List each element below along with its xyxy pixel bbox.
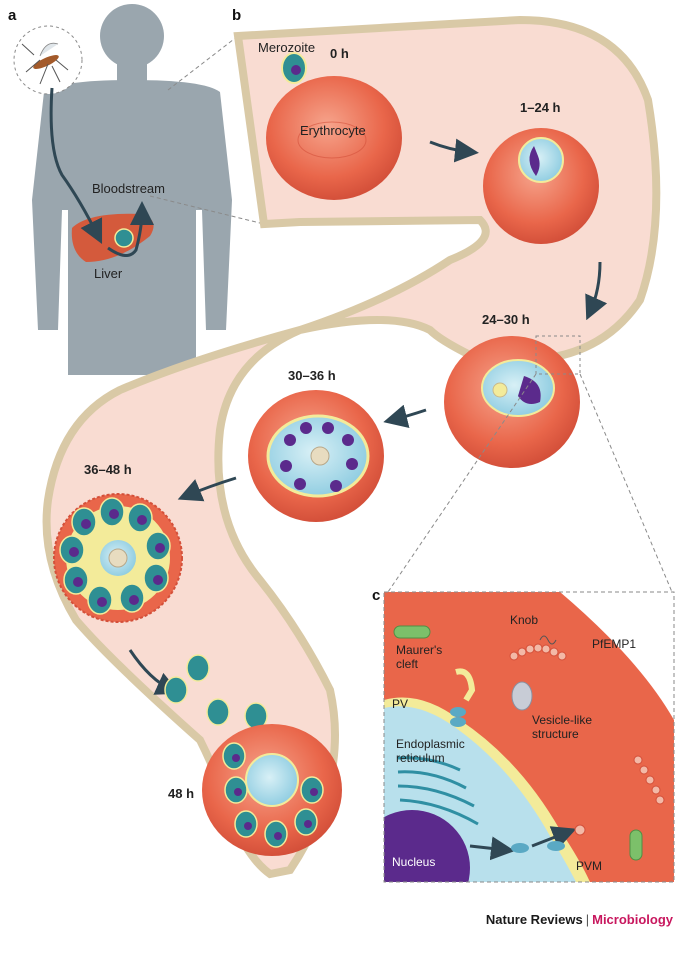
maurers-cleft-label-2: cleft	[396, 657, 419, 671]
pfemp1-label: PfEMP1	[592, 637, 636, 651]
nucleus-label: Nucleus	[392, 855, 435, 869]
stage-48h-label: 48 h	[168, 786, 194, 801]
credit-separator: |	[583, 912, 592, 927]
credit-line: Nature Reviews|Microbiology	[486, 912, 673, 927]
journal-name: Microbiology	[592, 912, 673, 927]
stage-0h-label: 0 h	[330, 46, 349, 61]
maurers-cleft-label: Maurer's	[396, 643, 442, 657]
erythrocyte-0h	[266, 76, 402, 200]
arrow-24h-to-30h	[392, 410, 426, 420]
merozoite-label: Merozoite	[258, 40, 315, 55]
bloodstream-label: Bloodstream	[92, 181, 165, 196]
pvm-label: PVM	[576, 859, 602, 873]
stage-36-48h-label: 36–48 h	[84, 462, 132, 477]
panel-b-letter: b	[232, 7, 241, 24]
knob-label: Knob	[510, 613, 538, 627]
stage-30-36h-label: 30–36 h	[288, 368, 336, 383]
mosquito-inset	[14, 26, 82, 94]
zoom-line-c-right	[580, 374, 672, 592]
zoom-line-top	[168, 36, 238, 90]
vesicle-label-2: structure	[532, 727, 579, 741]
panel-a-letter: a	[8, 7, 17, 24]
pv-label: PV	[392, 697, 408, 711]
panel-c-letter: c	[372, 587, 380, 604]
publisher-name: Nature Reviews	[486, 912, 583, 927]
merozoite-cell	[282, 53, 306, 83]
er-label-2: reticulum	[396, 751, 445, 765]
vesicle-label: Vesicle-like	[532, 713, 592, 727]
stage-1-24h-label: 1–24 h	[520, 100, 561, 115]
liver-label: Liver	[94, 266, 123, 281]
stage-24-30h-label: 24–30 h	[482, 312, 530, 327]
erythrocyte-label: Erythrocyte	[300, 123, 366, 138]
er-label: Endoplasmic	[396, 737, 465, 751]
